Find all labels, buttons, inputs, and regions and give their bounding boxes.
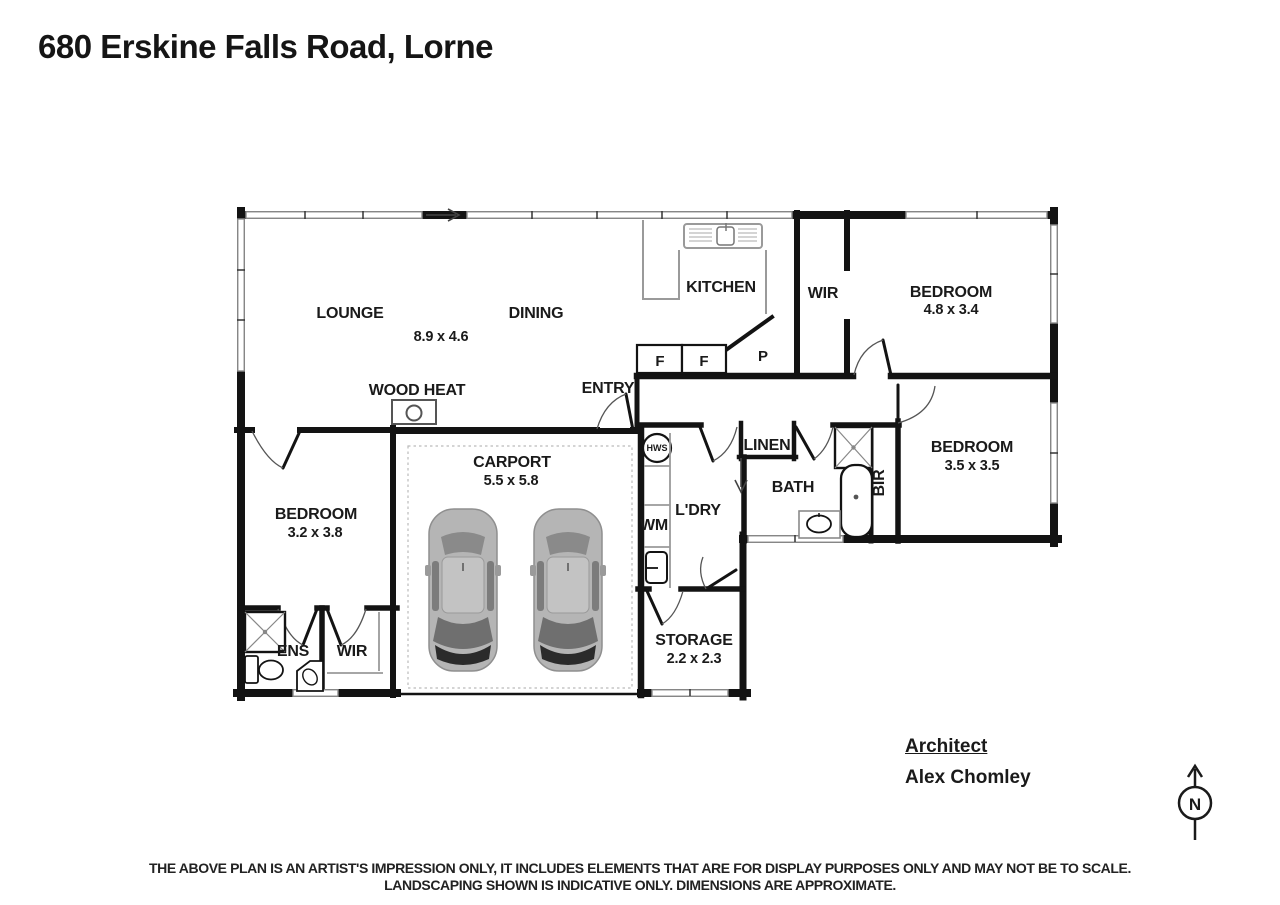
- room-dims-bedroom2: 3.5 x 3.5: [945, 458, 1000, 474]
- plan-arrow-right-icon: [426, 208, 461, 222]
- hall-arrow-down-icon: [734, 458, 748, 494]
- label-wood-heat: WOOD HEAT: [369, 382, 466, 399]
- room-label-bedroom2: BEDROOM: [931, 439, 1013, 456]
- room-dims-lounge-dining: 8.9 x 4.6: [414, 329, 469, 345]
- carport-outline: [407, 445, 633, 689]
- car-icon: [424, 508, 502, 672]
- label-bir: BIR: [871, 469, 888, 497]
- room-dims-bedroom1: 4.8 x 3.4: [924, 302, 979, 318]
- hws-icon: [641, 432, 673, 464]
- north-compass-icon: N: [1177, 763, 1213, 840]
- label-pantry: P: [758, 348, 768, 365]
- room-label-lounge: LOUNGE: [316, 305, 384, 322]
- bath-fixtures: [798, 425, 874, 539]
- architect-block: Architect Alex Chomley: [905, 736, 1031, 789]
- doors: [251, 338, 936, 647]
- wood-heater-icon: [391, 399, 437, 425]
- toilet-icon: [244, 655, 259, 684]
- ens-vanity-icon: [296, 660, 324, 692]
- ensuite-fixtures: [243, 610, 324, 692]
- room-label-dining: DINING: [509, 305, 564, 322]
- architect-heading: Architect: [905, 736, 988, 757]
- car-icon: [529, 508, 607, 672]
- label-hws: HWS: [647, 443, 668, 453]
- room-label-laundry: L'DRY: [675, 502, 721, 519]
- room-dims-storage: 2.2 x 2.3: [667, 651, 722, 667]
- room-label-bedroom1: BEDROOM: [910, 284, 992, 301]
- disclaimer-line-2: LANDSCAPING SHOWN IS INDICATIVE ONLY. DI…: [384, 877, 896, 893]
- room-label-bath: BATH: [772, 479, 814, 496]
- page-title: 680 Erskine Falls Road, Lorne: [38, 28, 494, 65]
- disclaimer: THE ABOVE PLAN IS AN ARTIST'S IMPRESSION…: [0, 860, 1280, 894]
- wir-shelves: [327, 612, 383, 674]
- laundry-fixtures: [644, 433, 671, 588]
- label-linen: LINEN: [743, 437, 790, 454]
- label-fridge-1: F: [655, 353, 664, 370]
- label-fridge-2: F: [699, 353, 708, 370]
- room-label-wir-top: WIR: [808, 285, 839, 302]
- disclaimer-line-1: THE ABOVE PLAN IS AN ARTIST'S IMPRESSION…: [149, 860, 1131, 876]
- architect-name: Alex Chomley: [905, 767, 1031, 788]
- interior-walls: [234, 210, 1058, 699]
- room-dims-bedroom3: 3.2 x 3.8: [288, 525, 343, 541]
- label-wm: WM: [640, 517, 668, 534]
- room-label-wir-bottom: WIR: [337, 643, 368, 660]
- room-label-storage: STORAGE: [655, 632, 733, 649]
- room-label-kitchen: KITCHEN: [686, 279, 756, 296]
- room-label-ensuite: ENS: [277, 643, 310, 660]
- bathtub-icon: [839, 463, 874, 539]
- fridge-boxes: [635, 343, 728, 375]
- kitchen-bench: [642, 220, 767, 314]
- windows: [237, 211, 1058, 697]
- room-dims-carport: 5.5 x 5.8: [484, 473, 539, 489]
- label-entry: ENTRY: [582, 380, 635, 397]
- bath-basin-icon: [806, 514, 832, 534]
- room-label-bedroom3: BEDROOM: [275, 506, 357, 523]
- room-label-carport: CARPORT: [473, 454, 551, 471]
- compass-north-label: N: [1189, 795, 1201, 814]
- door-leaves: [281, 338, 900, 647]
